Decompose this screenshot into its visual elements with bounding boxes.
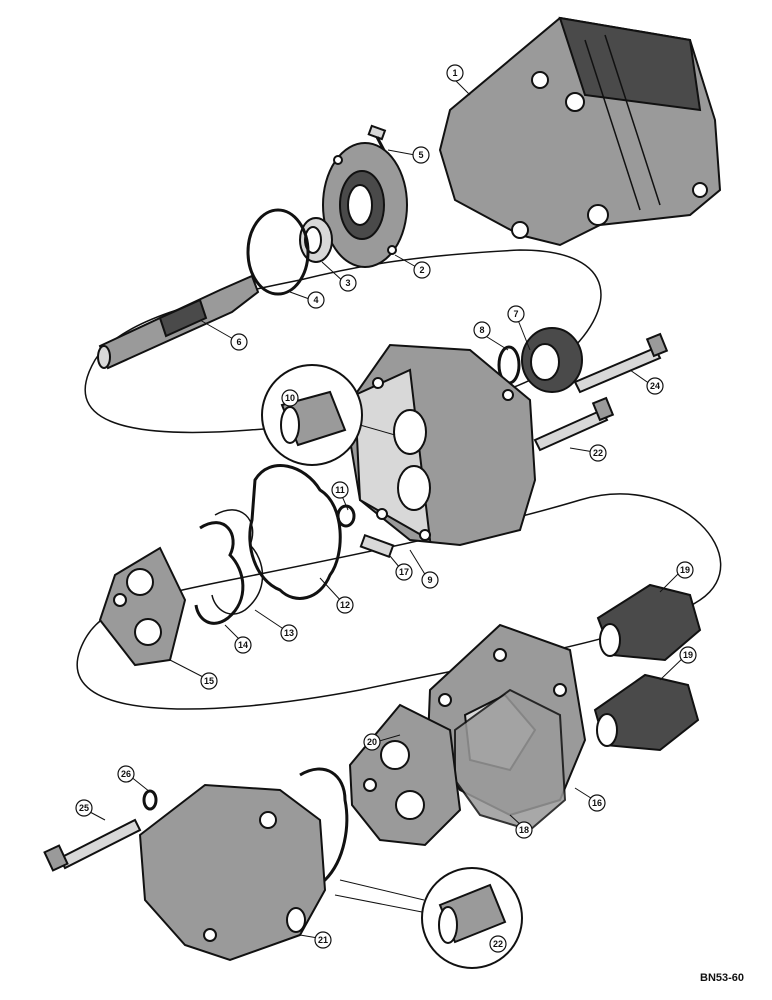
part-13-seal xyxy=(211,509,264,615)
part-14-seal xyxy=(194,521,245,625)
part-22-bolt xyxy=(533,396,615,452)
lower-group-loop xyxy=(76,493,722,710)
part-2-flange xyxy=(322,142,408,268)
svg-text:4: 4 xyxy=(313,295,318,305)
svg-text:12: 12 xyxy=(340,600,350,610)
svg-text:25: 25 xyxy=(79,803,89,813)
svg-text:3: 3 xyxy=(345,278,350,288)
callout-8: 8 xyxy=(473,321,491,339)
svg-text:1: 1 xyxy=(452,68,457,78)
svg-text:5: 5 xyxy=(418,150,423,160)
part-9-center-body xyxy=(348,343,537,547)
part-1-end-housing xyxy=(438,16,722,247)
svg-text:8: 8 xyxy=(479,325,484,335)
callout-7: 7 xyxy=(507,305,525,323)
part-22-bearing-detail xyxy=(334,867,523,969)
part-20-wear-plate xyxy=(348,703,462,847)
callout-26: 26 xyxy=(117,765,135,783)
callout-22-lower: 22 xyxy=(489,935,507,953)
svg-text:9: 9 xyxy=(427,575,432,585)
part-17-dowel-pin xyxy=(359,533,395,559)
svg-text:24: 24 xyxy=(650,381,660,391)
callout-20: 20 xyxy=(363,733,381,751)
callout-2: 2 xyxy=(413,261,431,279)
callout-6: 6 xyxy=(230,333,248,351)
callout-25: 25 xyxy=(75,799,93,817)
svg-text:10: 10 xyxy=(285,393,295,403)
callout-4: 4 xyxy=(307,291,325,309)
svg-text:17: 17 xyxy=(399,567,409,577)
callout-18: 18 xyxy=(515,821,533,839)
callout-10: 10 xyxy=(281,389,299,407)
callout-9: 9 xyxy=(421,571,439,589)
svg-text:19: 19 xyxy=(683,650,693,660)
svg-text:16: 16 xyxy=(592,798,602,808)
part-6-drive-shaft xyxy=(97,274,260,370)
part-25-bolt xyxy=(43,818,142,872)
callout-5: 5 xyxy=(412,146,430,164)
callout-3: 3 xyxy=(339,274,357,292)
svg-text:26: 26 xyxy=(121,769,131,779)
callout-11: 11 xyxy=(331,481,349,499)
svg-text:19: 19 xyxy=(680,565,690,575)
svg-text:21: 21 xyxy=(318,935,328,945)
callout-19-lower: 19 xyxy=(679,646,697,664)
callout-24: 24 xyxy=(646,377,664,395)
part-19-gear-upper xyxy=(596,583,702,662)
svg-text:20: 20 xyxy=(367,737,377,747)
svg-text:22: 22 xyxy=(493,939,503,949)
part-19-gear-lower xyxy=(593,673,700,752)
svg-text:22: 22 xyxy=(593,448,603,458)
part-4-o-ring xyxy=(246,208,310,296)
part-24-bolt xyxy=(573,332,669,394)
callout-12: 12 xyxy=(336,596,354,614)
part-21-front-housing xyxy=(138,783,327,962)
part-7-bearing xyxy=(521,327,583,393)
callout-13: 13 xyxy=(280,624,298,642)
svg-text:7: 7 xyxy=(513,309,518,319)
callout-22-upper: 22 xyxy=(589,444,607,462)
callout-16: 16 xyxy=(588,794,606,812)
svg-text:18: 18 xyxy=(519,825,529,835)
callout-14: 14 xyxy=(234,636,252,654)
callout-1: 1 xyxy=(446,64,464,82)
svg-text:11: 11 xyxy=(335,485,345,495)
callout-19-upper: 19 xyxy=(676,561,694,579)
upper-group-loop xyxy=(84,249,602,434)
svg-text:14: 14 xyxy=(238,640,248,650)
part-18-gasket-plate xyxy=(454,688,567,832)
part-26-washer xyxy=(142,789,158,811)
part-3-seal xyxy=(299,217,333,263)
svg-text:13: 13 xyxy=(284,628,294,638)
part-12-gasket xyxy=(248,464,342,600)
callout-17: 17 xyxy=(395,563,413,581)
figure-code: BN53-60 xyxy=(700,972,745,984)
svg-text:15: 15 xyxy=(204,676,214,686)
svg-text:6: 6 xyxy=(236,337,241,347)
callout-15: 15 xyxy=(200,672,218,690)
callout-21: 21 xyxy=(314,931,332,949)
part-15-wear-plate xyxy=(98,546,187,667)
svg-text:2: 2 xyxy=(419,265,424,275)
